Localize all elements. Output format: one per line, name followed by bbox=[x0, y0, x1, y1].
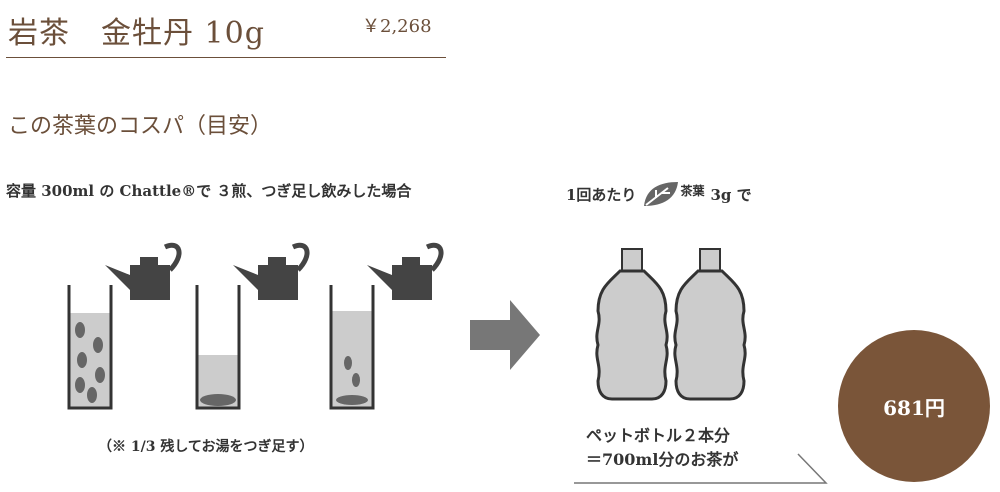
product-price: ￥2,268 bbox=[362, 16, 432, 37]
result-line-1: ペットボトル２本分 bbox=[586, 426, 731, 445]
per-prefix: 1回あたり bbox=[566, 185, 637, 204]
cost-badge: 681円 bbox=[838, 330, 990, 482]
section-title: この茶葉のコスパ（目安） bbox=[8, 114, 273, 139]
kettle-icon-3 bbox=[367, 242, 444, 300]
leaf-label: 茶葉 bbox=[680, 183, 705, 198]
cup-1 bbox=[67, 285, 113, 410]
cup-3 bbox=[329, 285, 375, 410]
bottle-icon-2 bbox=[673, 248, 747, 401]
kettle-icon-2 bbox=[233, 242, 310, 300]
result-line-2: ＝700ml分のお茶が bbox=[586, 450, 739, 469]
result-text: ペットボトル２本分 ＝700ml分のお茶が bbox=[586, 424, 738, 472]
cup-2 bbox=[195, 285, 241, 410]
bottle-icon-1 bbox=[595, 248, 669, 401]
divider bbox=[6, 57, 446, 58]
brewing-illustration bbox=[67, 242, 747, 410]
leaf-icon bbox=[644, 182, 679, 206]
speech-pointer bbox=[574, 453, 828, 484]
per-suffix: 3g で bbox=[710, 185, 752, 204]
arrow-icon bbox=[470, 300, 540, 370]
condition-text: 容量 300ml の Chattle®で ３煎、つぎ足し飲みした場合 bbox=[6, 182, 412, 200]
kettle-icon-1 bbox=[105, 242, 182, 300]
product-title: 岩茶 金牡丹 10g bbox=[8, 16, 265, 51]
per-serving: 1回あたり 茶葉 3g で bbox=[566, 180, 752, 208]
refill-note: （※ 1/3 残してお湯をつぎ足す） bbox=[98, 439, 314, 455]
